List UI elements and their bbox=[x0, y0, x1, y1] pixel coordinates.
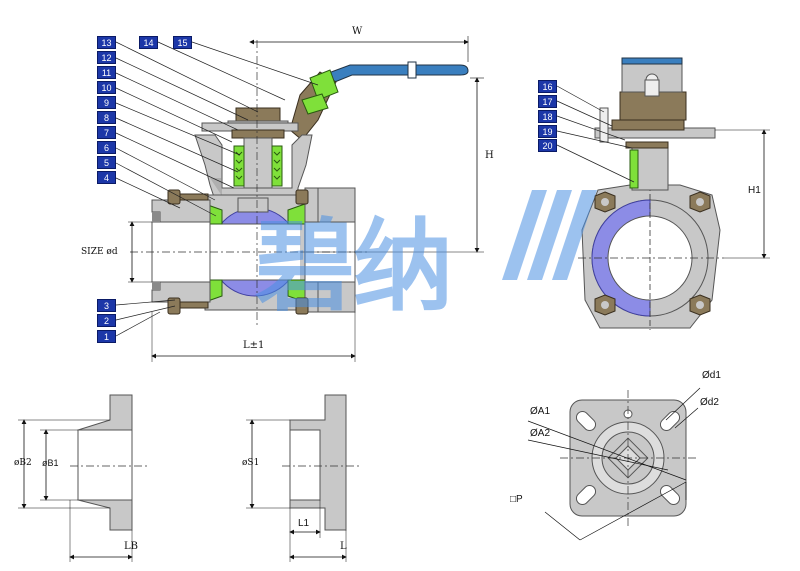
dim-label-size-d: SIZE ød bbox=[81, 247, 118, 257]
part-tag-2: 2 bbox=[97, 314, 116, 327]
part-tag-1: 1 bbox=[97, 330, 116, 343]
part-tag-12: 12 bbox=[97, 51, 116, 64]
part-tag-7: 7 bbox=[97, 126, 116, 139]
lever-handle bbox=[314, 64, 469, 89]
dim-label-d1: Ød1 bbox=[702, 370, 721, 381]
part-tag-9: 9 bbox=[97, 96, 116, 109]
dim-label-a2: ØA2 bbox=[530, 428, 551, 439]
part-tag-5: 5 bbox=[97, 156, 116, 169]
part-tag-17: 17 bbox=[538, 95, 557, 108]
dim-label-p: □P bbox=[510, 494, 523, 505]
stem-nut bbox=[235, 107, 281, 123]
lock-grip-green bbox=[309, 69, 339, 101]
lever-grip bbox=[407, 61, 417, 79]
stem bbox=[243, 137, 273, 189]
dim-label-lb: LB bbox=[124, 541, 138, 552]
part-tag-13: 13 bbox=[97, 36, 116, 49]
dim-label-s1: øS1 bbox=[242, 458, 260, 468]
dim-label-h: H bbox=[485, 150, 494, 161]
dim-label-h1: H1 bbox=[748, 185, 761, 196]
part-tag-14: 14 bbox=[139, 36, 158, 49]
part-tag-19: 19 bbox=[538, 125, 557, 138]
dim-label-l-tolerance: L±1 bbox=[243, 340, 265, 351]
part-tag-20: 20 bbox=[538, 139, 557, 152]
dim-label-b1: øB1 bbox=[42, 458, 59, 468]
front-section-view bbox=[115, 36, 484, 362]
part-tag-4: 4 bbox=[97, 171, 116, 184]
iso-mounting-pad bbox=[527, 387, 701, 541]
part-tag-10: 10 bbox=[97, 81, 116, 94]
part-tag-6: 6 bbox=[97, 141, 116, 154]
part-tag-18: 18 bbox=[538, 110, 557, 123]
slash-logo-icon bbox=[501, 190, 597, 280]
brand-watermark: 碧纳 bbox=[255, 185, 612, 330]
part-tag-15: 15 bbox=[173, 36, 192, 49]
part-tag-11: 11 bbox=[97, 66, 116, 79]
body-bolts bbox=[167, 189, 309, 315]
dim-label-l1: L1 bbox=[298, 518, 310, 529]
weld-end-detail bbox=[18, 394, 150, 562]
dim-label-w: W bbox=[352, 26, 363, 37]
watermark-text: 碧纳 bbox=[255, 208, 453, 325]
dim-label-d2: Ød2 bbox=[700, 397, 719, 408]
part-tag-16: 16 bbox=[538, 80, 557, 93]
dim-label-l: L bbox=[340, 541, 347, 552]
side-end-view bbox=[556, 57, 770, 330]
dim-label-b2: øB2 bbox=[14, 458, 32, 468]
socket-end-detail bbox=[246, 394, 360, 562]
part-tag-8: 8 bbox=[97, 111, 116, 124]
part-tag-3: 3 bbox=[97, 299, 116, 312]
dim-label-a1: ØA1 bbox=[530, 406, 551, 417]
bonnet bbox=[194, 134, 313, 201]
